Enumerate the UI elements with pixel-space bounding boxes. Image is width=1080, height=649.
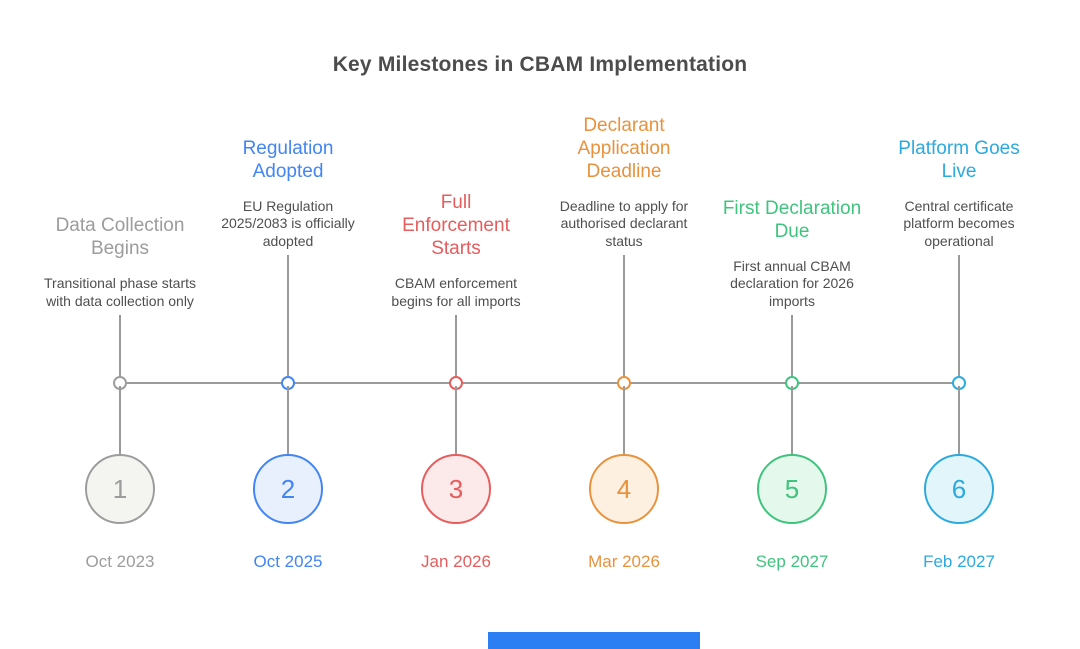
milestone-date: Sep 2027 <box>755 552 829 571</box>
milestone-description: Transitional phase starts with data coll… <box>44 275 196 309</box>
connector-line-lower <box>287 386 289 454</box>
milestone-number-circle: 5 <box>757 454 827 524</box>
milestone-number: 6 <box>951 473 967 504</box>
connector-line-lower <box>455 386 457 454</box>
milestone-date: Oct 2023 <box>85 552 155 571</box>
milestone-number: 4 <box>616 473 632 504</box>
milestone-text: Declarant Application Deadline Deadline … <box>539 114 709 251</box>
milestone-column: Data Collection Begins Transitional phas… <box>35 0 205 649</box>
milestone-text: Regulation Adopted EU Regulation 2025/20… <box>203 137 373 251</box>
page-title: Key Milestones in CBAM Implementation <box>332 53 748 76</box>
milestone-description: Deadline to apply for authorised declara… <box>559 197 689 249</box>
milestone-description: CBAM enforcement begins for all imports <box>391 275 521 309</box>
milestone-column: First Declaration Due First annual CBAM … <box>707 0 877 649</box>
milestone-heading: Data Collection Begins <box>55 215 185 259</box>
connector-line-lower <box>119 386 121 454</box>
milestone-column: Declarant Application Deadline Deadline … <box>539 0 709 649</box>
milestone-heading: First Declaration Due <box>722 197 862 242</box>
milestone-date: Mar 2026 <box>588 552 660 571</box>
connector-line-lower <box>958 386 960 454</box>
bottom-banner <box>488 632 700 649</box>
milestone-text: Data Collection Begins Transitional phas… <box>35 214 205 310</box>
milestone-number-circle: 2 <box>253 454 323 524</box>
milestone-date: Jan 2026 <box>421 552 491 571</box>
connector-line-lower <box>623 386 625 454</box>
milestone-heading: Regulation Adopted <box>242 137 334 182</box>
connector-line-upper <box>958 255 960 379</box>
connector-line-upper <box>455 315 457 379</box>
milestone-number-circle: 6 <box>924 454 994 524</box>
connector-line-upper <box>623 255 625 379</box>
milestone-heading: Full Enforcement Starts <box>402 192 510 259</box>
milestone-heading: Declarant Application Deadline <box>577 114 671 182</box>
milestone-column: Full Enforcement Starts CBAM enforcement… <box>371 0 541 649</box>
milestone-heading: Platform Goes Live <box>898 137 1020 182</box>
connector-line-lower <box>791 386 793 454</box>
milestone-number: 1 <box>112 473 128 504</box>
milestone-text: Full Enforcement Starts CBAM enforcement… <box>371 191 541 310</box>
connector-line-upper <box>287 255 289 379</box>
milestone-column: Platform Goes Live Central certificate p… <box>874 0 1044 649</box>
timeline-axis <box>119 382 960 384</box>
milestone-number-circle: 1 <box>85 454 155 524</box>
milestone-description: First annual CBAM declaration for 2026 i… <box>730 257 854 309</box>
milestone-text: First Declaration Due First annual CBAM … <box>707 197 877 311</box>
milestone-number: 3 <box>448 473 464 504</box>
milestone-number-circle: 3 <box>421 454 491 524</box>
milestone-date: Oct 2025 <box>253 552 323 571</box>
milestone-number: 5 <box>784 473 800 504</box>
milestone-description: EU Regulation 2025/2083 is officially ad… <box>221 197 355 249</box>
connector-line-upper <box>119 315 121 379</box>
milestone-text: Platform Goes Live Central certificate p… <box>874 137 1044 251</box>
milestone-date: Feb 2027 <box>923 552 995 571</box>
connector-line-upper <box>791 315 793 379</box>
milestone-number: 2 <box>280 473 296 504</box>
milestone-description: Central certificate platform becomes ope… <box>903 197 1015 249</box>
milestone-number-circle: 4 <box>589 454 659 524</box>
milestone-column: Regulation Adopted EU Regulation 2025/20… <box>203 0 373 649</box>
